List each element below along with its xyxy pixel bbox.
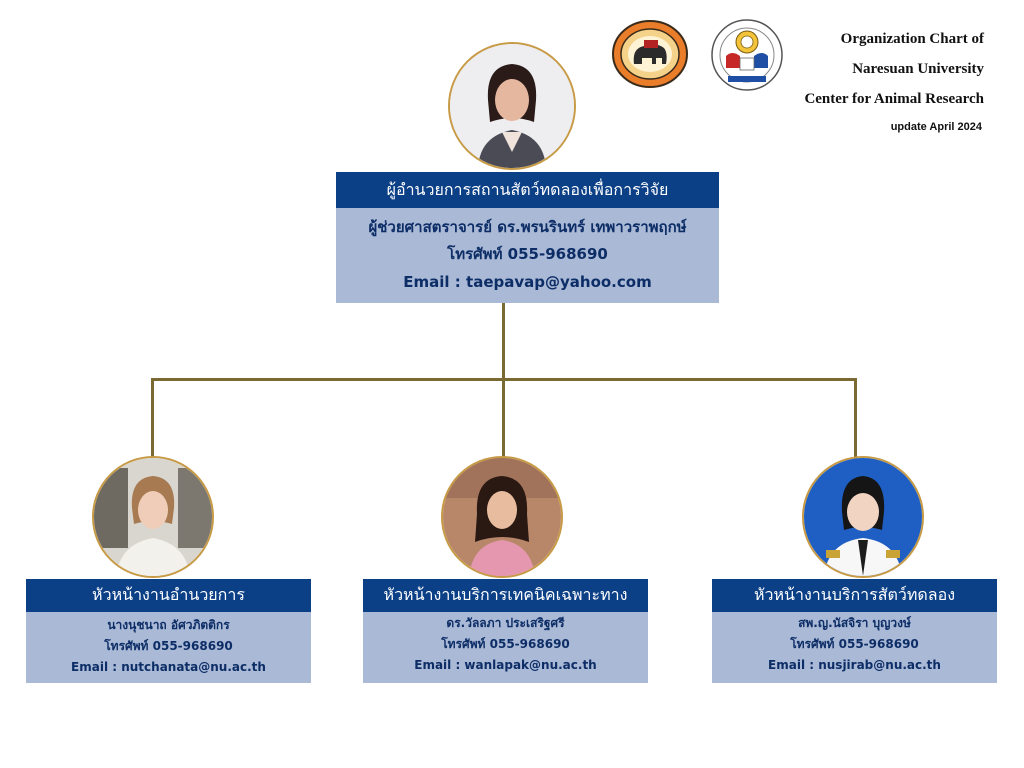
connector-director-down bbox=[502, 303, 505, 380]
title-line-3: Center for Animal Research bbox=[804, 91, 984, 107]
director-name: ผู้ช่วยศาสตราจารย์ ดร.พรนรินทร์ เทพาวราพ… bbox=[368, 218, 687, 236]
head-admin-role: หัวหน้างานอำนวยการ bbox=[92, 585, 245, 604]
head-technical-email: Email : wanlapak@nu.ac.th bbox=[414, 658, 597, 672]
director-role-bar: ผู้อำนวยการสถานสัตว์ทดลองเพื่อการวิจัย bbox=[336, 172, 719, 208]
head-animal-service-portrait bbox=[802, 456, 924, 578]
head-admin-portrait bbox=[92, 456, 214, 578]
head-admin-email: Email : nutchanata@nu.ac.th bbox=[71, 660, 266, 674]
head-technical-role: หัวหน้างานบริการเทคนิคเฉพาะทาง bbox=[383, 585, 628, 604]
head-technical-name: ดร.วัลลภา ประเสริฐศรี bbox=[446, 616, 565, 630]
title-line-2: Naresuan University bbox=[852, 61, 984, 77]
director-phone: โทรศัพท์ 055-968690 bbox=[447, 245, 608, 263]
connector-middle-down bbox=[502, 378, 505, 460]
director-role: ผู้อำนวยการสถานสัตว์ทดลองเพื่อการวิจัย bbox=[386, 179, 669, 199]
head-animal-service-name: สพ.ญ.นัสจิรา บุญวงษ์ bbox=[798, 616, 911, 630]
head-animal-service-email: Email : nusjirab@nu.ac.th bbox=[768, 658, 941, 672]
center-animal-research-logo bbox=[710, 18, 784, 92]
head-admin-info-box: นางนุชนาถ อัศวภิตติกร โทรศัพท์ 055-96869… bbox=[26, 612, 311, 683]
head-technical-portrait bbox=[441, 456, 563, 578]
head-admin-name: นางนุชนาถ อัศวภิตติกร bbox=[107, 618, 230, 632]
head-admin-role-bar: หัวหน้างานอำนวยการ bbox=[26, 579, 311, 612]
director-info-box: ผู้ช่วยศาสตราจารย์ ดร.พรนรินทร์ เทพาวราพ… bbox=[336, 208, 719, 303]
head-technical-phone: โทรศัพท์ 055-968690 bbox=[441, 637, 570, 651]
naresuan-university-logo bbox=[612, 20, 688, 88]
head-technical-info-box: ดร.วัลลภา ประเสริฐศรี โทรศัพท์ 055-96869… bbox=[363, 612, 648, 683]
director-portrait bbox=[448, 42, 576, 170]
director-email: Email : taepavap@yahoo.com bbox=[403, 273, 652, 291]
head-admin-phone: โทรศัพท์ 055-968690 bbox=[104, 639, 233, 653]
head-animal-service-role-bar: หัวหน้างานบริการสัตว์ทดลอง bbox=[712, 579, 997, 612]
head-animal-service-role: หัวหน้างานบริการสัตว์ทดลอง bbox=[753, 585, 956, 604]
head-animal-service-info-box: สพ.ญ.นัสจิรา บุญวงษ์ โทรศัพท์ 055-968690… bbox=[712, 612, 997, 683]
connector-left-down bbox=[151, 378, 154, 460]
head-animal-service-phone: โทรศัพท์ 055-968690 bbox=[790, 637, 919, 651]
title-line-1: Organization Chart of bbox=[840, 31, 984, 47]
update-date: update April 2024 bbox=[890, 121, 982, 133]
head-technical-role-bar: หัวหน้างานบริการเทคนิคเฉพาะทาง bbox=[363, 579, 648, 612]
connector-right-down bbox=[854, 378, 857, 460]
